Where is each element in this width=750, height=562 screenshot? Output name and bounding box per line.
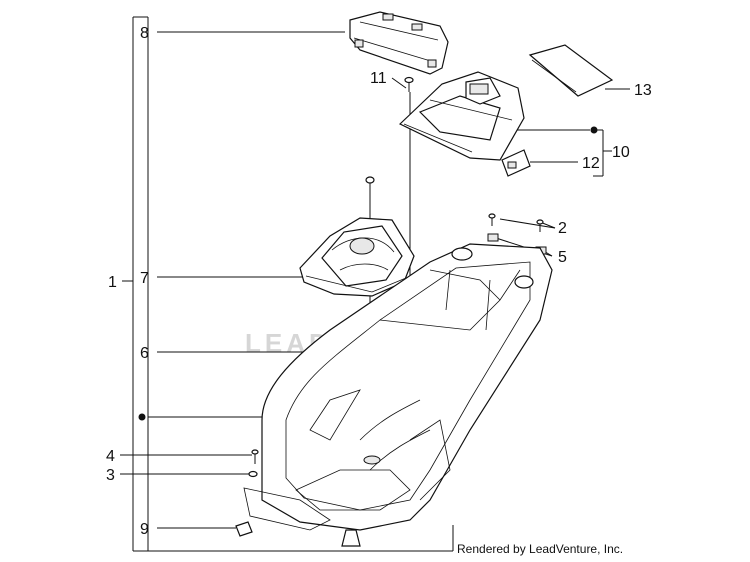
latch-part-9: [235, 521, 253, 537]
render-credit: Rendered by LeadVenture, Inc.: [457, 542, 623, 556]
callout-11: 11: [370, 70, 387, 87]
assembly-bracket: [122, 16, 454, 552]
screws-part-2: [488, 213, 544, 232]
washer-part-3: [248, 470, 258, 478]
pad-part-13: [528, 44, 614, 97]
bullet-dot: [590, 126, 598, 134]
callout-12: 12: [582, 155, 600, 172]
top-cover-part: [349, 11, 449, 75]
callout-3: 3: [106, 467, 115, 484]
screw-part-11: [404, 76, 414, 92]
callout-2: 2: [558, 220, 567, 237]
callout-6: 6: [140, 345, 149, 362]
callout-8: 8: [140, 25, 149, 42]
callout-5: 5: [558, 249, 567, 266]
subassembly-bracket: [593, 129, 612, 177]
storage-compartment-body: [243, 243, 553, 547]
bullet-dot: [138, 413, 146, 421]
callout-10: 10: [612, 144, 630, 161]
inner-cover-part-7: [299, 176, 415, 297]
callout-9: 9: [140, 521, 149, 538]
clip-part-12: [501, 149, 531, 177]
callout-4: 4: [106, 448, 115, 465]
callout-1: 1: [108, 274, 117, 291]
callout-7: 7: [140, 270, 149, 287]
callout-13: 13: [634, 82, 652, 99]
storage-tray-part-10: [398, 71, 525, 161]
screw-part-4: [251, 449, 259, 464]
